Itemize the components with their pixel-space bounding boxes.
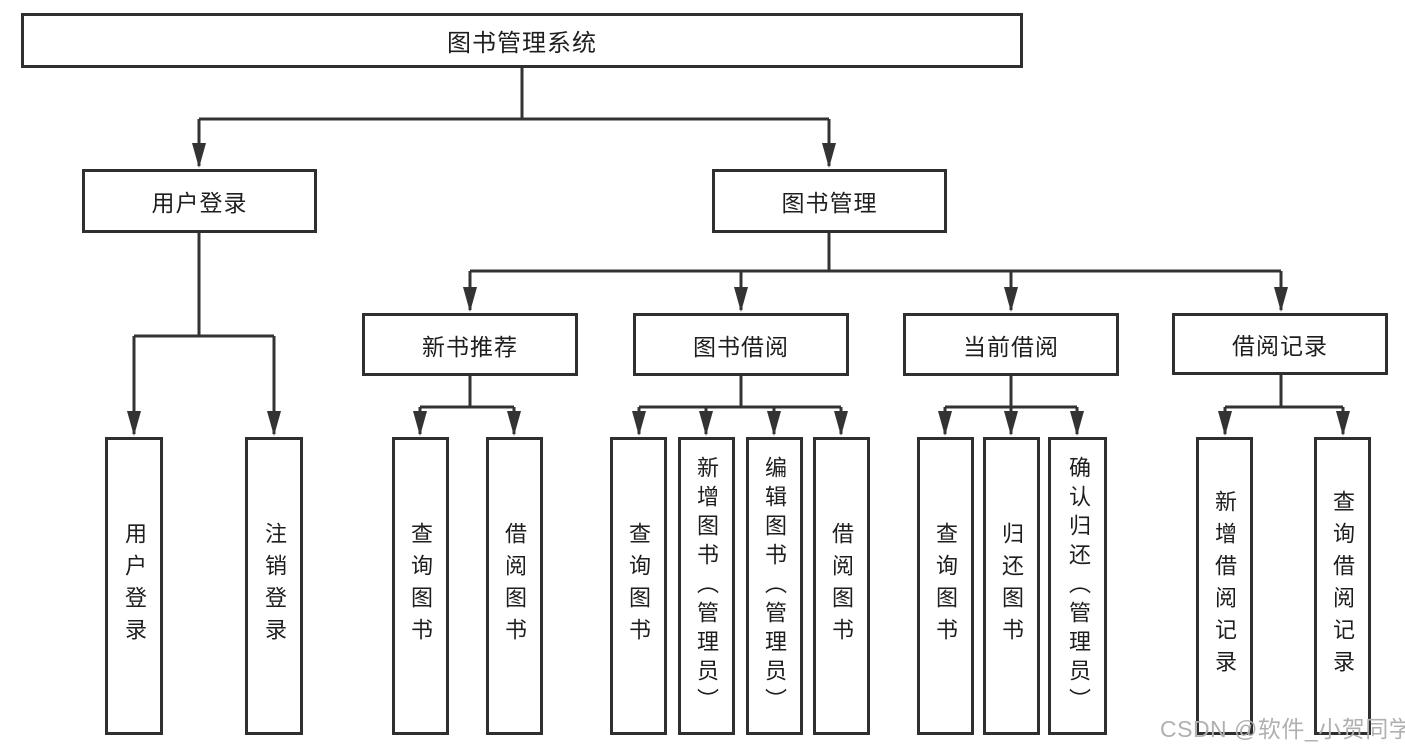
node-borrow-records-label: 借阅记录 <box>1232 333 1328 359</box>
node-user-login: 用户登录 <box>82 169 317 233</box>
leaf-borrow-edit-books-admin: 编辑图书（管理员） <box>746 437 803 735</box>
connector-arrowheads <box>127 143 1350 436</box>
node-book-management: 图书管理 <box>712 169 947 233</box>
node-root: 图书管理系统 <box>21 13 1023 68</box>
watermark: CSDN @软件_小贺同学 <box>1160 716 1405 742</box>
leaf-user-login: 用户登录 <box>105 437 163 735</box>
node-borrow-records: 借阅记录 <box>1172 313 1388 375</box>
node-current-borrow-label: 当前借阅 <box>963 333 1059 360</box>
leaf-current-return-books: 归还图书 <box>983 437 1040 735</box>
leaf-records-query-record: 查询借阅记录 <box>1314 437 1371 735</box>
leaf-borrow-query-books: 查询图书 <box>610 437 667 735</box>
node-book-borrow-label: 图书借阅 <box>693 333 789 360</box>
leaf-borrow-borrow-books: 借阅图书 <box>813 437 870 735</box>
leaf-newbook-borrow-books: 借阅图书 <box>486 437 543 735</box>
connector-paths <box>132 67 1345 434</box>
node-book-management-label: 图书管理 <box>781 190 878 216</box>
leaf-current-confirm-return-admin: 确认归还（管理员） <box>1048 437 1107 735</box>
node-new-book-recommend-label: 新书推荐 <box>422 333 518 360</box>
node-book-borrow: 图书借阅 <box>633 313 849 376</box>
leaf-newbook-query-books: 查询图书 <box>392 437 449 735</box>
node-new-book-recommend: 新书推荐 <box>362 313 578 376</box>
node-user-login-label: 用户登录 <box>151 190 248 216</box>
node-current-borrow: 当前借阅 <box>903 313 1119 376</box>
leaf-records-add-record: 新增借阅记录 <box>1196 437 1253 735</box>
leaf-current-query-books: 查询图书 <box>917 437 974 735</box>
leaf-borrow-add-books-admin: 新增图书（管理员） <box>678 437 735 735</box>
node-root-label: 图书管理系统 <box>447 30 597 57</box>
leaf-logout: 注销登录 <box>245 437 303 735</box>
